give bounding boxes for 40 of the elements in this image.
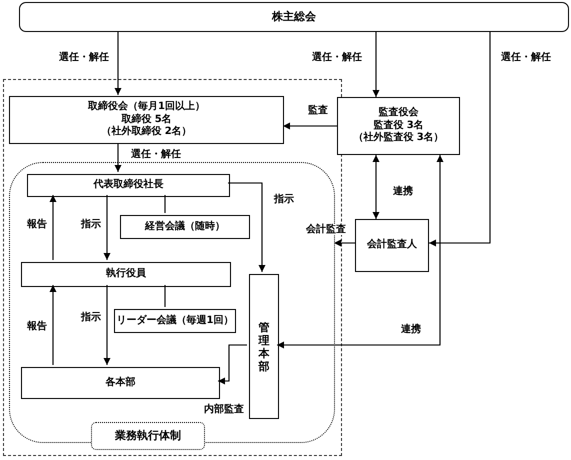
group-label: 業務執行体制 [91, 422, 205, 450]
edge-label: 選任・解任 [311, 52, 363, 63]
edge-label: 会計監査 [305, 224, 347, 235]
edge-label: 選任・解任 [500, 52, 552, 63]
org-box: 代表取締役社長 [27, 174, 230, 197]
arrow [114, 32, 122, 95]
edge-label: 報告 [26, 219, 48, 230]
arrow [277, 155, 444, 348]
arrow [228, 182, 266, 272]
arrow [218, 344, 247, 384]
org-box: 各本部 [21, 367, 220, 399]
edge-label: 報告 [26, 321, 48, 332]
org-box: リーダー会議（毎週1回） [114, 309, 236, 333]
arrow [283, 122, 337, 130]
edge-label: 選任・解任 [58, 52, 110, 63]
arrow [50, 285, 56, 365]
edge-label: 指示 [80, 312, 102, 323]
org-box: 会計監査人 [355, 219, 429, 272]
meeting-box: 株主総会 [19, 2, 569, 32]
edge-label: 選任・解任 [130, 149, 182, 160]
arrow [372, 155, 380, 219]
edge-label: 連携 [392, 186, 414, 197]
arrow [104, 195, 110, 260]
edge-label: 指示 [80, 219, 102, 230]
arrow [104, 285, 110, 365]
dotted-region [9, 162, 335, 443]
edge-label: 監査 [307, 105, 329, 116]
arrow [114, 143, 122, 172]
edge-label: 内部監査 [203, 404, 245, 415]
edge-label: 連携 [400, 324, 422, 335]
arrow [372, 32, 380, 97]
edge-label: 指示 [273, 194, 295, 205]
org-box: 執行役員 [21, 262, 231, 287]
org-box: 経営会議（随時） [120, 215, 250, 239]
department-box: 管理本部 [249, 274, 279, 419]
arrow [429, 32, 491, 246]
org-box: 取締役会（毎月1回以上） 取締役 5名 （社外取締役 2名） [9, 96, 284, 144]
org-box: 監査役会 監査役 3名 （社外監査役 3名） [337, 97, 460, 155]
arrow [334, 240, 355, 246]
arrow [50, 195, 56, 260]
